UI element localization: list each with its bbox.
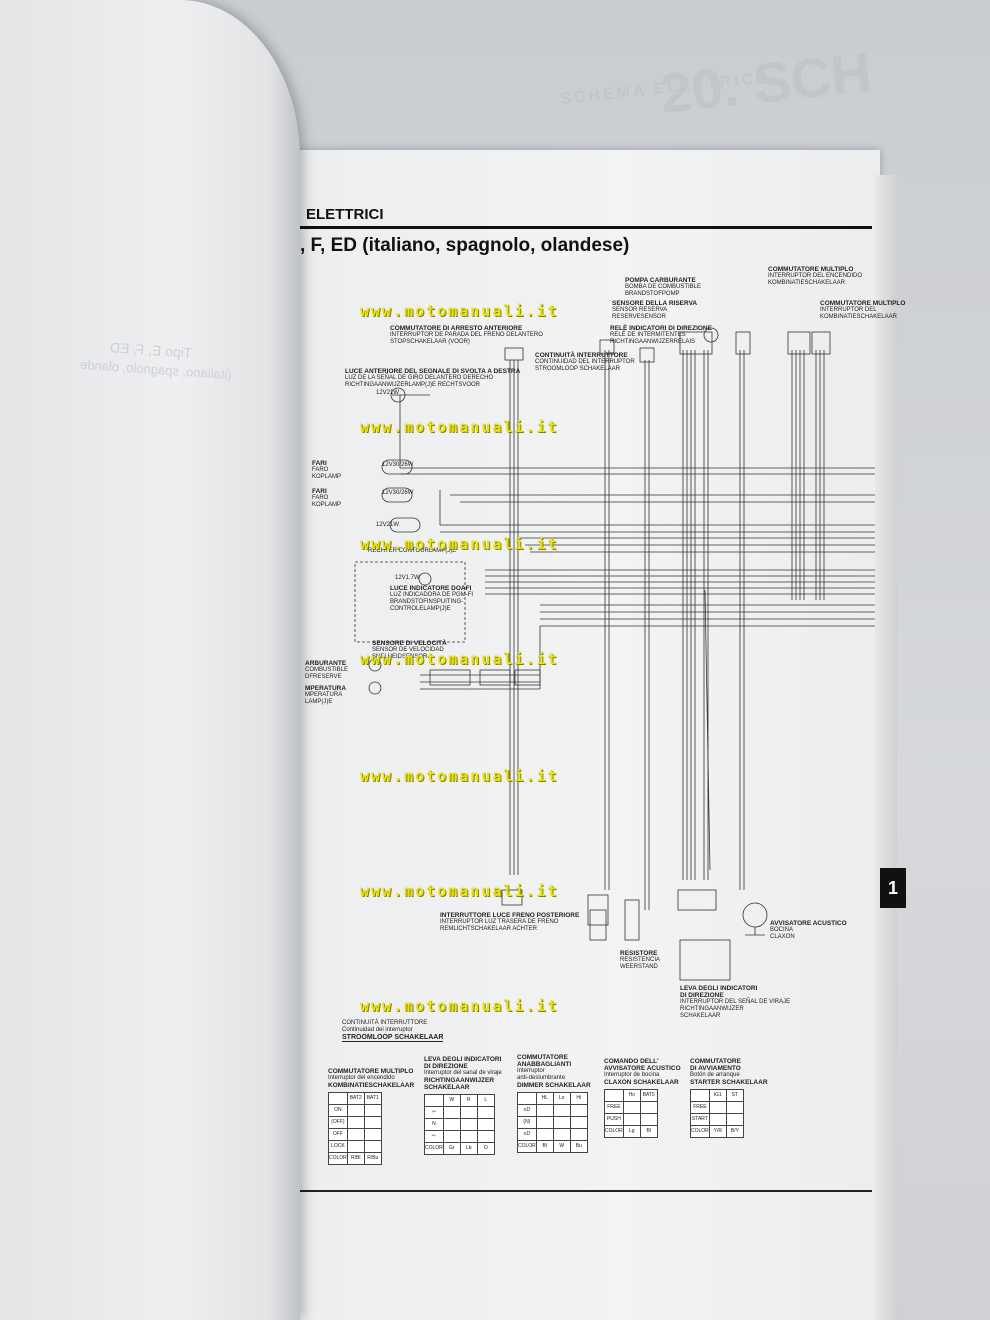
label-position-lamp: RECHTER CONTOURLAMP(J)E — [368, 548, 457, 554]
bulb-headlight-1: 12V30/26W — [382, 462, 414, 468]
header-rule — [300, 226, 872, 229]
section-label: ELETTRICI — [306, 206, 384, 223]
label-rear-brake: INTERRUTTORE LUCE FRENO POSTERIOREInterr… — [440, 912, 580, 932]
label-front-brake: COMMUTATORE DI ARRESTO ANTERIOREInterrup… — [390, 325, 543, 345]
watermark: www.motomanuali.it — [360, 302, 559, 320]
ghost-lang-line: (italiano, spagnolo, olande — [79, 356, 233, 383]
label-headlight-1: FARIFaroKOPLAMP — [312, 460, 342, 480]
bulb-front-turn: 12V21W — [376, 390, 400, 396]
chapter-tab: 1 — [880, 868, 906, 908]
label-headlight-2: FARIFaroKOPLAMP — [312, 488, 342, 508]
label-horn: AVVISATORE ACUSTICOBocinaCLAXON — [770, 920, 847, 940]
ghost-type-line: Tipo E, F, ED — [109, 339, 193, 361]
label-turn-relay: RELÈ INDICATORI DI DIREZIONERelé de inte… — [610, 325, 712, 345]
page-title: , F, ED (italiano, spagnolo, olandese) — [300, 235, 630, 256]
watermark: www.motomanuali.it — [360, 767, 559, 785]
bulb-headlight-2: 12V30/26W — [382, 490, 414, 496]
continuity-legend: CONTINUITÀ INTERRUTTORE Continuidad del … — [342, 1020, 444, 1042]
page-edge — [875, 175, 897, 1320]
watermark: www.motomanuali.it — [360, 882, 559, 900]
bulb-position: 12V21W — [376, 522, 400, 528]
label-fuel-pump: POMPA CARBURANTEBomba de combustibleBRAN… — [625, 277, 702, 297]
label-reserve-sensor: SENSORE DELLA RISERVASensor reservaRESER… — [612, 300, 698, 320]
bulb-fi: 12V1.7W — [395, 575, 420, 581]
bottom-rule — [300, 1190, 872, 1192]
label-front-turn: LUCE ANTERIORE DEL SEGNALE DI SVOLTA A D… — [345, 368, 521, 388]
label-resistor: RESISTOREResistenciaWEERSTAND — [620, 950, 661, 970]
label-speed-sensor: SENSORE DI VELOCITÀSensor de velocidadSN… — [372, 640, 447, 660]
watermark: www.motomanuali.it — [360, 535, 559, 553]
wiring-diagram — [354, 327, 875, 981]
watermark: www.motomanuali.it — [360, 997, 559, 1015]
label-fi-lamp: LUCE INDICATORE DOAFILuz indicadora de P… — [390, 585, 474, 612]
label-temp-lamp: MPERATURAmperaturaLAMP(J)E — [305, 685, 347, 705]
left-page: Tipo E, F, ED (italiano, spagnolo, oland… — [0, 0, 300, 1320]
watermark: www.motomanuali.it — [360, 418, 559, 436]
label-fuel-reserve: ARBURANTEcombustibleDFRESERVE — [305, 660, 349, 680]
watermark: www.motomanuali.it — [360, 650, 559, 668]
